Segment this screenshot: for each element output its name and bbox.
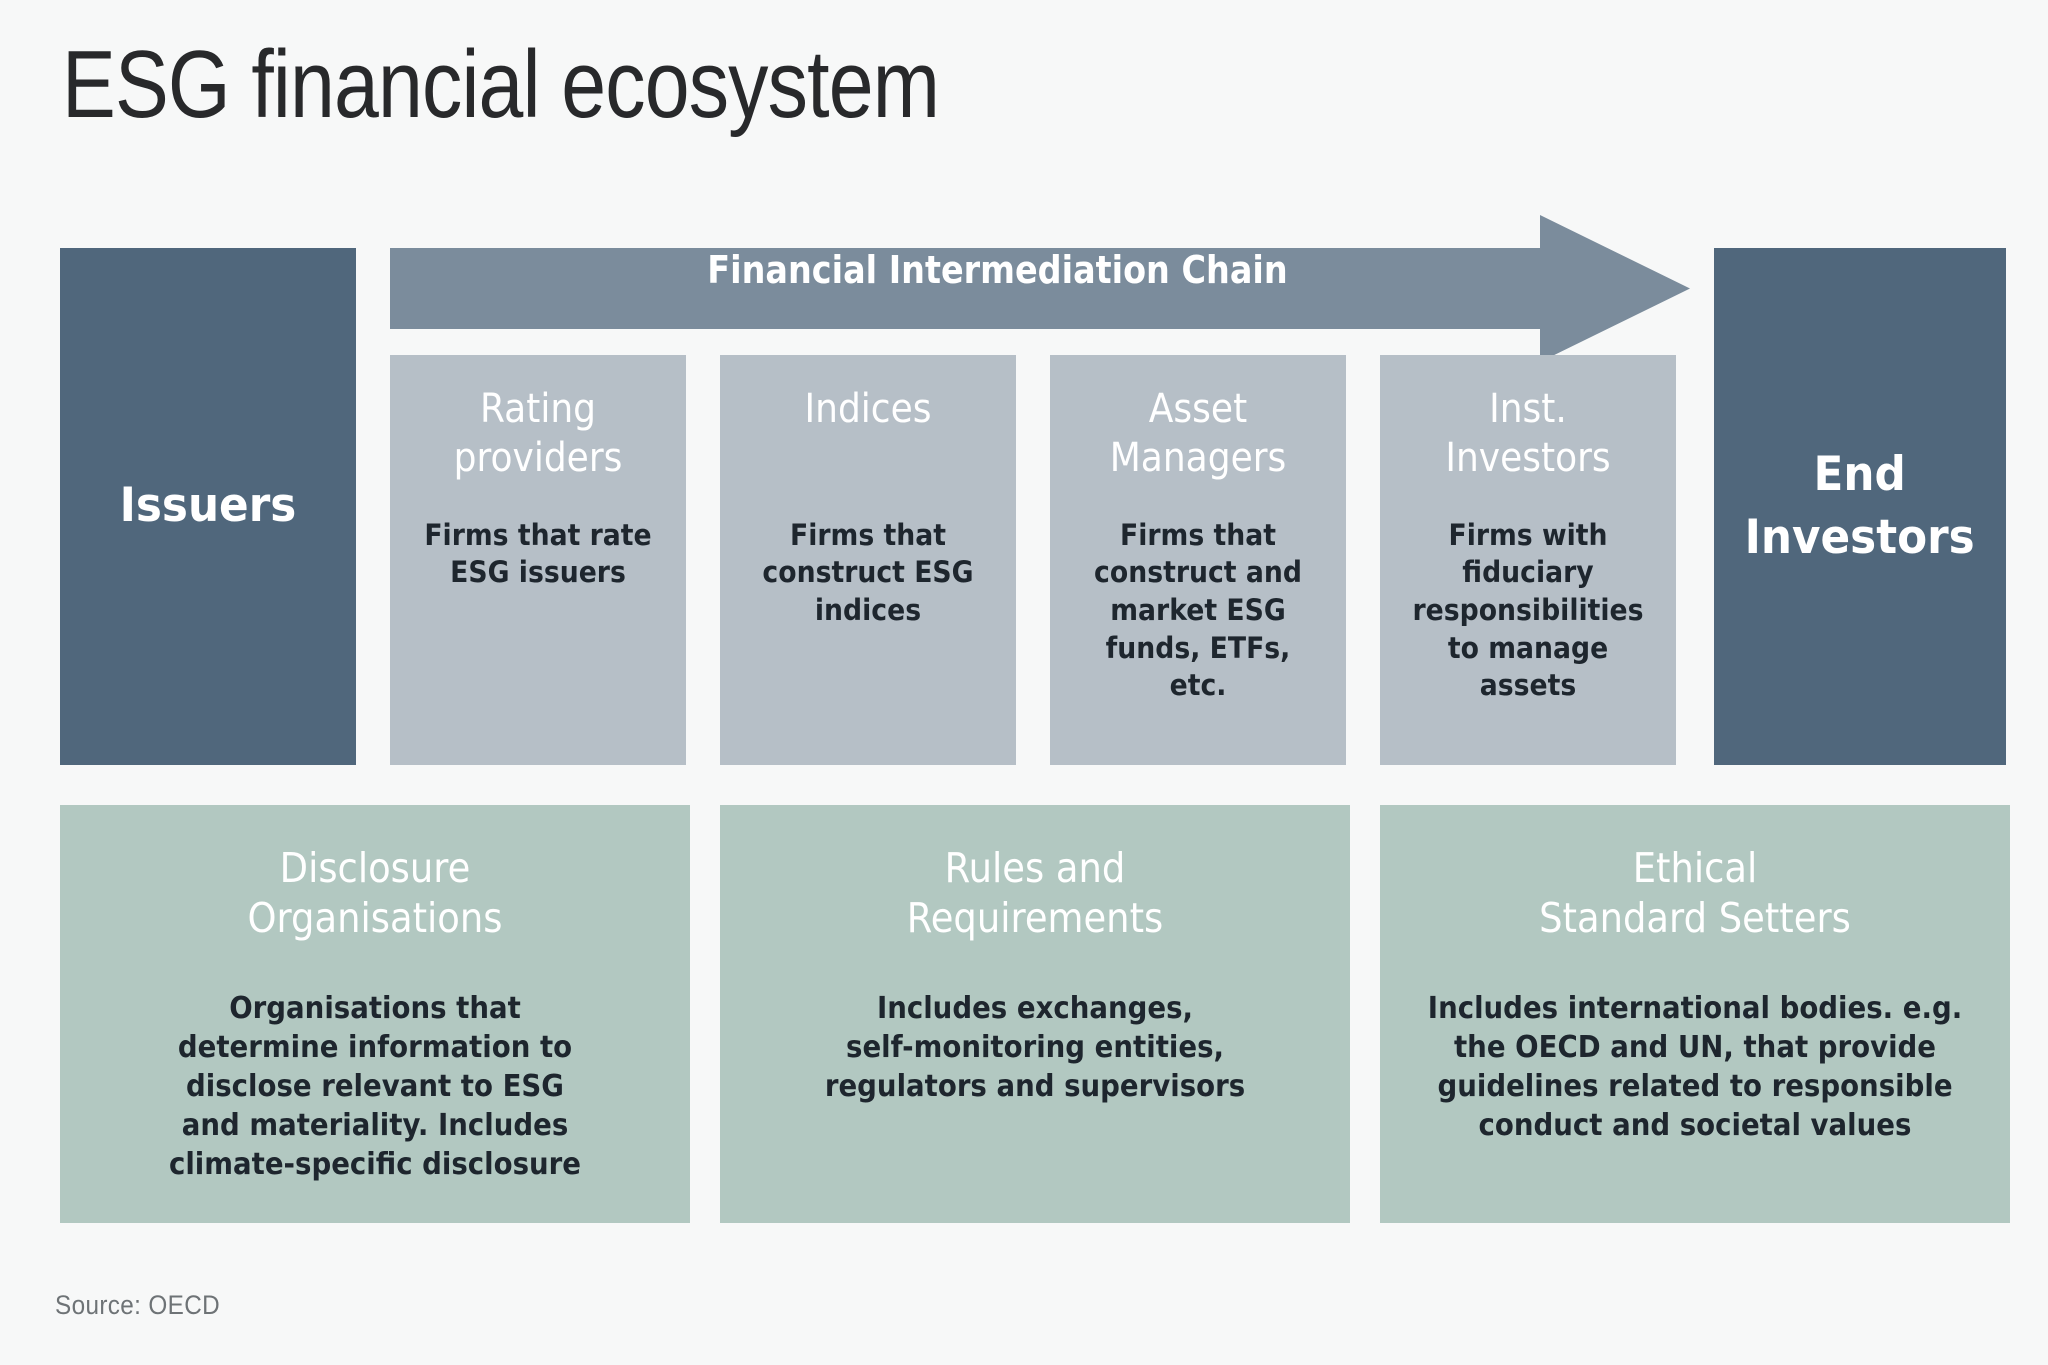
chain-box-title-line1: Rating bbox=[479, 386, 597, 432]
chain-box-title-line1: Inst. bbox=[1489, 386, 1567, 432]
arrow-right-icon bbox=[390, 215, 1690, 362]
chain-box-title: Rating providers bbox=[417, 385, 658, 483]
support-box-description: Includes international bodies. e.g.the O… bbox=[1427, 991, 1963, 1144]
support-box-description: Includes exchanges,self-monitoring entit… bbox=[824, 991, 1246, 1105]
chain-box-title: Inst. Investors bbox=[1407, 385, 1648, 483]
financial-intermediation-arrow: Financial Intermediation Chain bbox=[390, 215, 1690, 362]
endpoint-end-investors-line2: Investors bbox=[1744, 509, 1976, 565]
chain-box-title-line2: providers bbox=[453, 434, 623, 481]
endpoint-issuers-label: Issuers bbox=[119, 478, 297, 534]
chain-box-title: Asset Managers bbox=[1077, 385, 1318, 483]
endpoint-end-investors-line1: End bbox=[1813, 447, 1907, 503]
chain-box-title: Indices bbox=[747, 385, 988, 483]
chain-box-title-line2: Managers bbox=[1109, 434, 1287, 481]
chain-box-title-line2: Investors bbox=[1445, 434, 1611, 481]
page-title: ESG financial ecosystem bbox=[62, 31, 940, 138]
source-note: Source: OECD bbox=[55, 1290, 221, 1320]
arrow-label: Financial Intermediation Chain bbox=[707, 248, 1288, 292]
chain-box-title-line2 bbox=[862, 435, 873, 481]
endpoint-issuers: Issuers bbox=[60, 248, 356, 765]
chain-box-title-line1: Indices bbox=[804, 386, 932, 432]
chain-box-title-line1: Asset bbox=[1148, 386, 1248, 432]
endpoint-end-investors: End Investors bbox=[1714, 248, 2006, 765]
endpoint-end-investors-label: End Investors bbox=[1745, 444, 1975, 568]
